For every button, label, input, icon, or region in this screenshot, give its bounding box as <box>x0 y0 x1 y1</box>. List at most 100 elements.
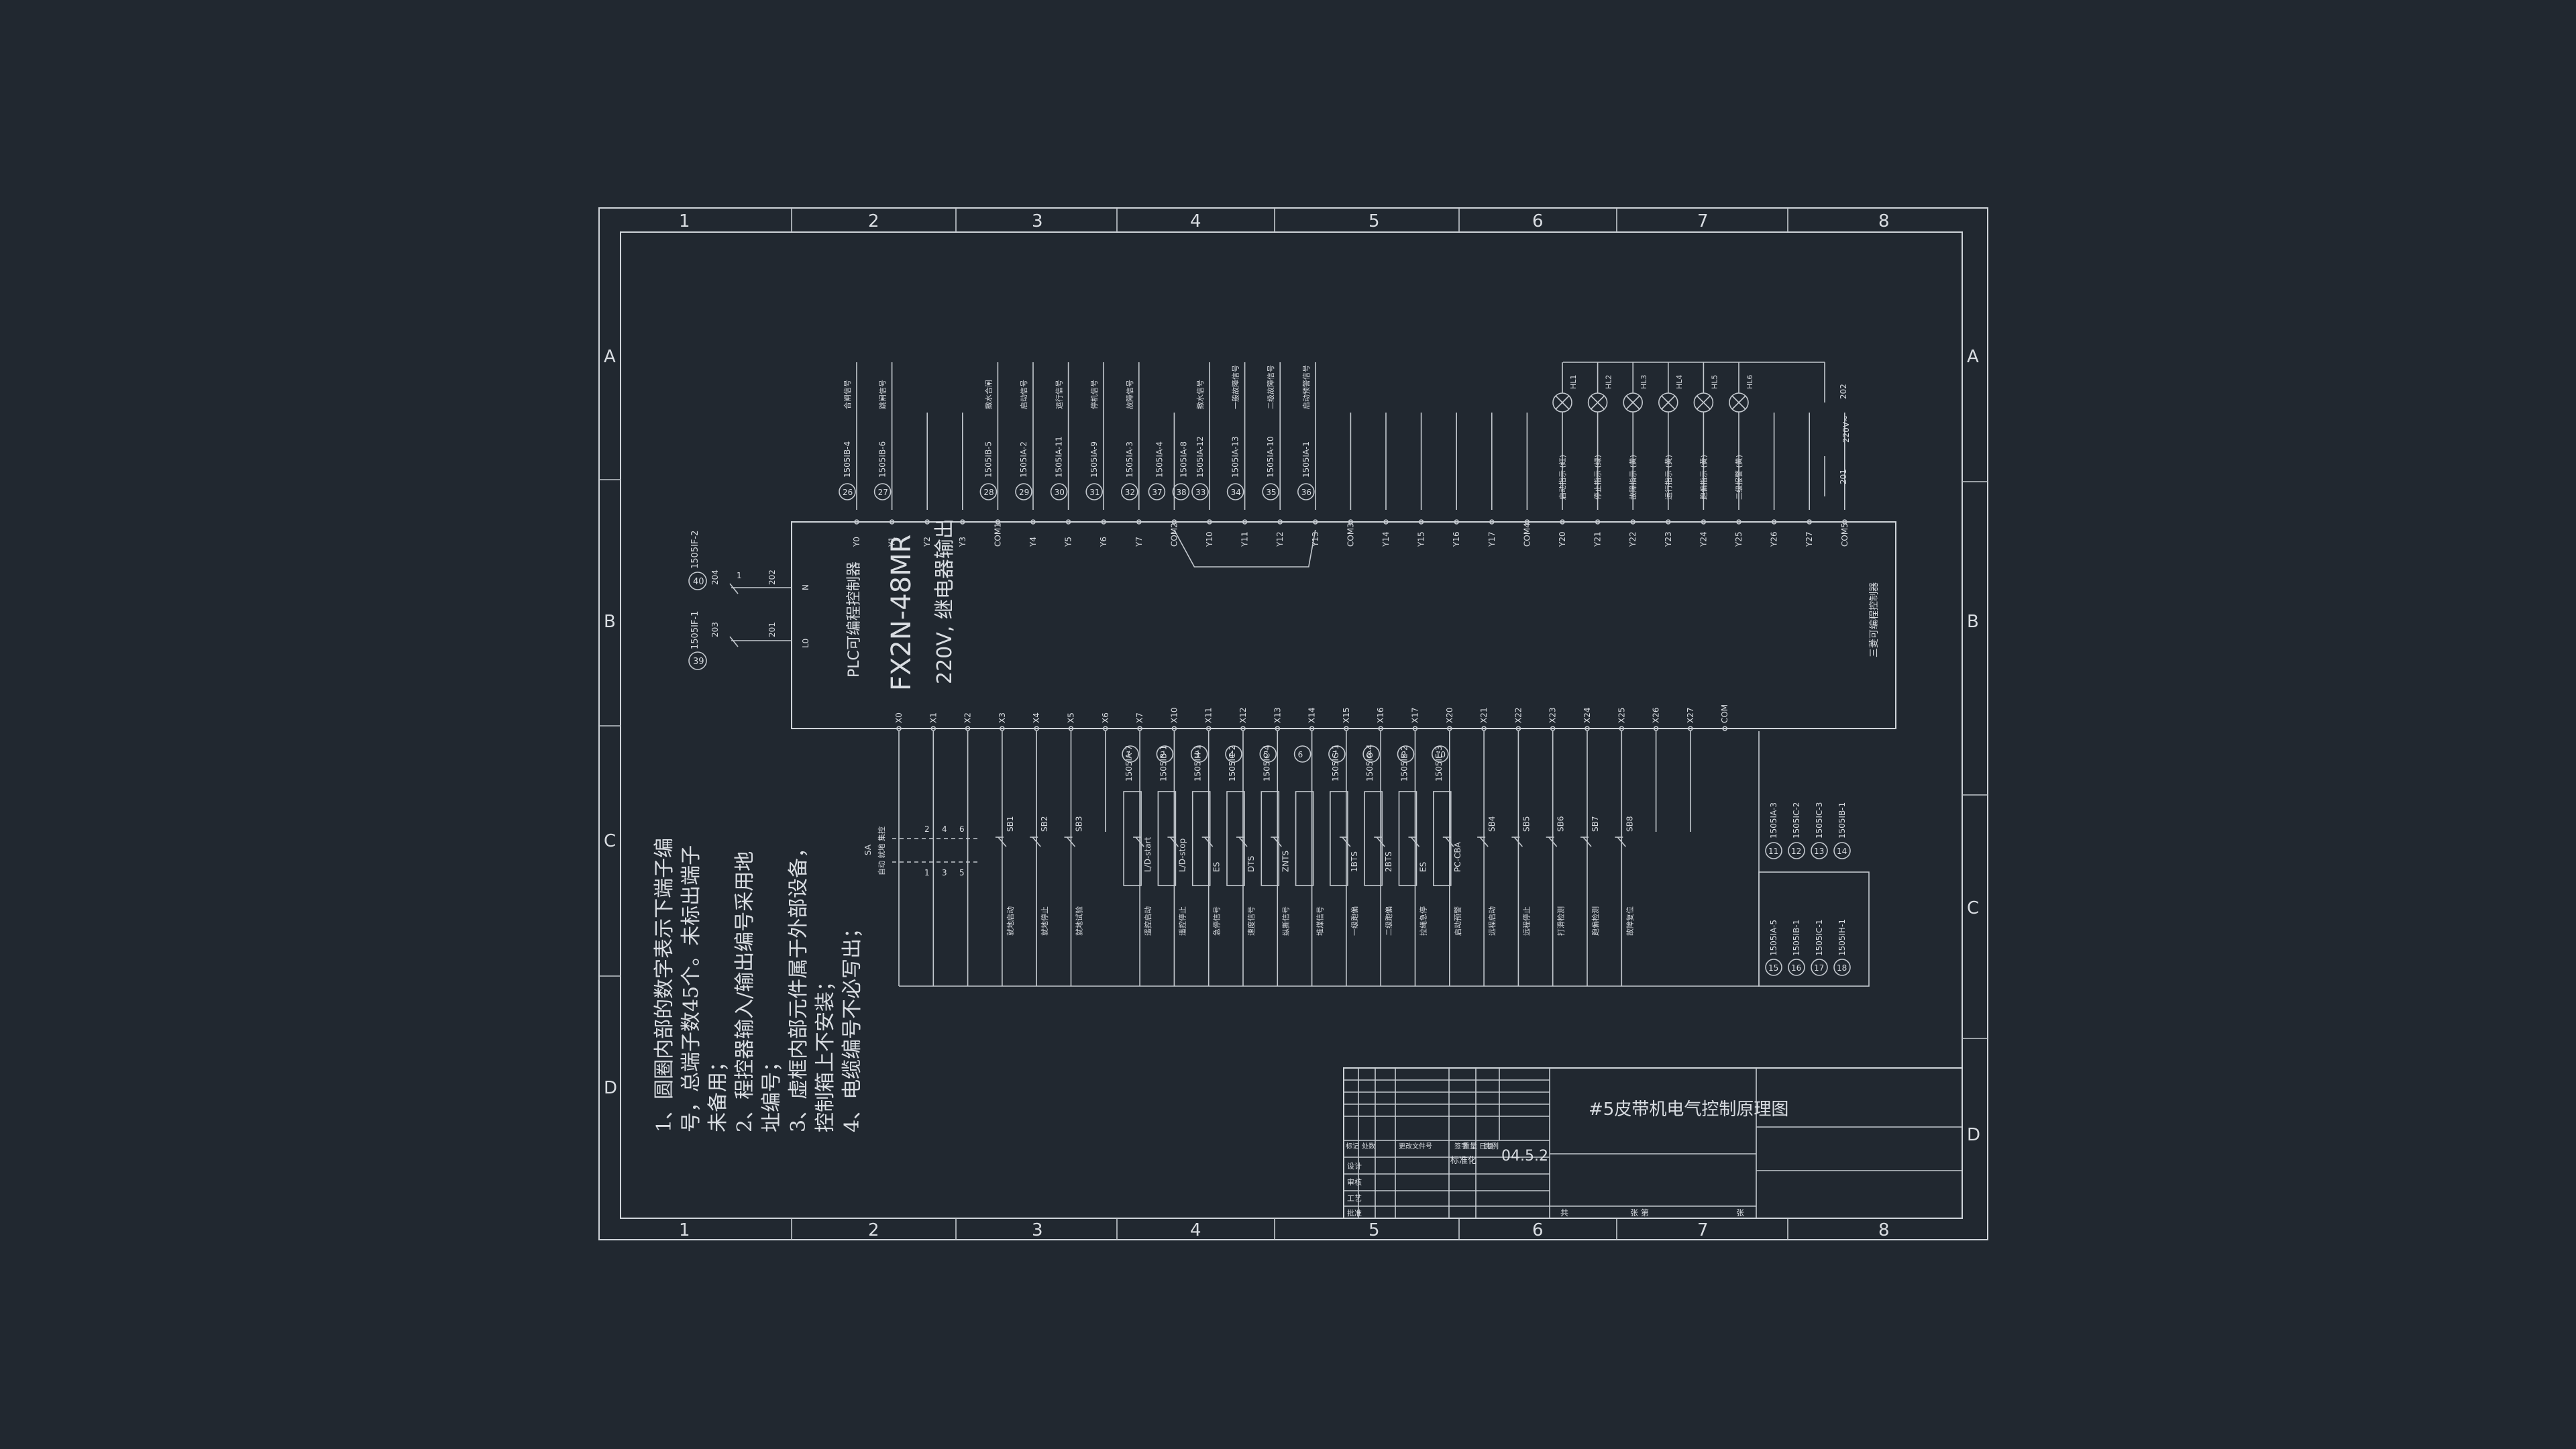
input-device: SB7 <box>1591 816 1600 832</box>
plc-spec: 220V, 继电器输出 <box>933 519 957 684</box>
output-terminal-label: Y27 <box>1805 531 1814 547</box>
terminal-number-circle <box>979 483 998 500</box>
input-device: SB1 <box>1006 816 1015 832</box>
terminal-number: 37 <box>1152 488 1162 497</box>
plc-name: PLC可编程控制器 <box>846 561 863 678</box>
output-desc: 撒水信号 <box>1195 380 1205 409</box>
notes: 1、圆圈内部的数字表示下端子编 号，总端子数45个。未标出端子 未备用； 2、程… <box>653 838 864 1132</box>
output-terminal-label: Y5 <box>1064 537 1073 547</box>
column-label-top: 8 <box>1878 211 1890 231</box>
sa-pin-2: 2 <box>924 824 930 834</box>
lamp-tag: HL1 <box>1569 375 1578 389</box>
input-tag: 1505IA-7 <box>1124 745 1134 782</box>
switch-contact <box>1548 837 1558 847</box>
lamp-desc: 故障指示 (黄) <box>1628 455 1638 500</box>
output-terminal-label: Y24 <box>1699 531 1708 547</box>
output-tag: 1505IA-8 <box>1179 441 1188 478</box>
tb-weight: 重量 <box>1462 1141 1477 1150</box>
output-tag: 1505IA-13 <box>1231 436 1240 478</box>
row-label-right: D <box>1967 1125 1980 1145</box>
terminal-number: 10 <box>1436 750 1446 759</box>
plc-body: PLC可编程控制器 FX2N-48MR 220V, 继电器输出 三菱可编程控制器… <box>791 519 1896 729</box>
input-terminal-label: COM <box>1720 704 1729 723</box>
note-line-8: 4、电缆编号不必写出； <box>841 918 864 1132</box>
selector-label: SA <box>863 844 873 855</box>
terminal-number: 16 <box>1791 963 1801 973</box>
input-terminal-label: X27 <box>1686 708 1695 724</box>
terminal-number: 26 <box>843 488 853 497</box>
terminal-number: 12 <box>1791 847 1801 856</box>
lamp-tag: HL2 <box>1605 375 1613 389</box>
input-desc: 一级跑偏 <box>1350 906 1359 936</box>
input-terminal-label: X22 <box>1513 708 1523 724</box>
note-line-3: 未备用； <box>706 1052 730 1132</box>
lamp-tag: HL3 <box>1640 375 1648 389</box>
input-desc: 遥控启动 <box>1143 906 1152 936</box>
input-common-bus <box>899 731 1760 987</box>
lamp-desc: 启动指示 (红) <box>1558 455 1567 500</box>
output-terminal-label: Y16 <box>1452 531 1461 547</box>
input-tag: 1505IB-1 <box>1159 745 1168 782</box>
selector-positions: 自动 就地 集控 <box>877 826 886 875</box>
plc-model: FX2N-48MR <box>886 535 917 691</box>
title-block-date: 04.5.2 <box>1501 1148 1548 1165</box>
output-tag: 1505IA-9 <box>1089 441 1099 478</box>
output-terminal-label: COM1 <box>993 523 1002 547</box>
row-label-left: B <box>604 612 616 632</box>
input-desc: 启动预警 <box>1453 906 1462 936</box>
indicator-lamps: 202 220V~ 201 <box>1563 362 1851 496</box>
input-device: SB8 <box>1625 816 1634 832</box>
tb-sheet-end: 张 <box>1736 1208 1744 1218</box>
input-terminal-label: X7 <box>1135 712 1144 723</box>
lamp-desc: 二级报警 (黄) <box>1734 455 1743 500</box>
terminal-number-circle <box>1297 483 1315 500</box>
input-desc: 拉绳急停 <box>1419 906 1428 936</box>
output-terminal-label: Y0 <box>852 537 861 547</box>
output-desc: 停机信号 <box>1089 380 1099 409</box>
switch-contact <box>1032 837 1041 847</box>
output-com5: COM5 <box>1840 413 1849 547</box>
output-terminal-label: Y20 <box>1558 531 1567 547</box>
terminal-number-circle <box>1397 745 1415 763</box>
combox-tag: 1505IH-1 <box>1837 919 1847 956</box>
switch-contact <box>1169 837 1179 847</box>
column-label-top: 5 <box>1368 211 1380 231</box>
terminal-number-circle <box>1259 745 1277 763</box>
input-terminal-label: X1 <box>928 712 938 723</box>
power-top-tag: 1505IF-2 <box>690 531 700 569</box>
output-terminal-label: Y26 <box>1770 531 1779 547</box>
input-desc: 纵撕信号 <box>1281 906 1290 936</box>
plc-brand-note: 三菱可编程控制器 <box>1869 582 1880 657</box>
external-device-box <box>1364 791 1383 886</box>
input-terminal-label: X4 <box>1032 712 1041 723</box>
tb-approve: 批准 <box>1347 1208 1362 1218</box>
power-top-cb: 204 <box>710 570 720 585</box>
row-label-left: C <box>604 831 616 851</box>
input-terminal-label: X25 <box>1617 708 1626 724</box>
input-tag: 1505IC-4 <box>1262 745 1271 782</box>
output-desc: 启动信号 <box>1020 380 1028 409</box>
output-terminal-label: Y15 <box>1417 531 1426 547</box>
title-block: #5皮带机电气控制原理图 04.5.2 标准化 标记 处数 更改文件号 签字 日… <box>1343 1067 1963 1219</box>
lamp-bus2-label: 201 <box>1839 469 1848 484</box>
terminal-number-circle <box>1293 745 1311 763</box>
output-terminal-label: Y1 <box>888 537 897 547</box>
switch-contact <box>1066 837 1076 847</box>
lamp-voltage-label: 220V~ <box>1841 415 1851 443</box>
power-top-circle <box>688 572 707 590</box>
column-label-bottom: 8 <box>1878 1220 1890 1240</box>
terminal-number: 6 <box>1298 750 1303 759</box>
column-label-bottom: 1 <box>679 1220 690 1240</box>
